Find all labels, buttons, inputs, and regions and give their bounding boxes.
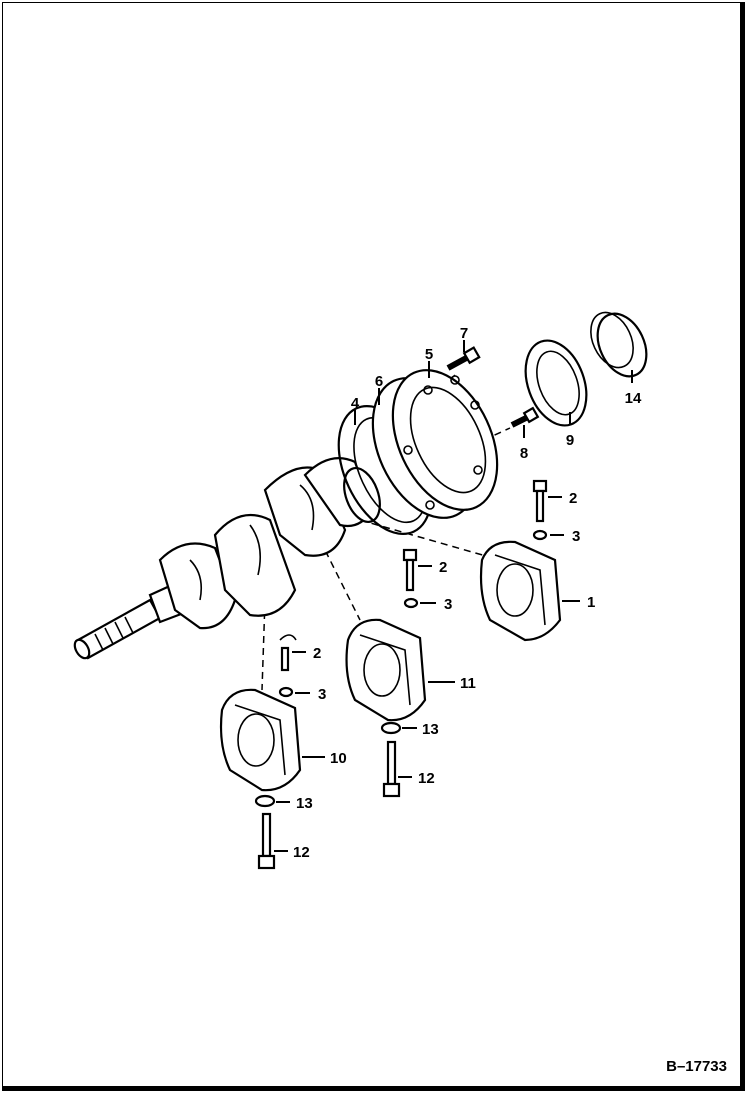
callout-3: 3 — [318, 686, 326, 703]
callout-5: 5 — [425, 346, 433, 363]
crankshaft — [73, 457, 381, 660]
callout-8: 8 — [520, 445, 528, 462]
bolt-2 — [278, 634, 297, 698]
bearing-cap-10 — [219, 688, 302, 792]
callout-7: 7 — [460, 325, 468, 342]
callout-9: 9 — [566, 432, 574, 449]
callout-3: 3 — [444, 596, 452, 613]
callout-1: 1 — [587, 594, 595, 611]
callout-13: 13 — [422, 721, 439, 738]
bolt-2 — [402, 548, 419, 609]
callout-14: 14 — [625, 390, 642, 407]
bolt-12 — [257, 812, 276, 870]
callout-10: 10 — [330, 750, 347, 767]
callout-11: 11 — [460, 675, 476, 692]
callout-13: 13 — [296, 795, 313, 812]
callout-12: 12 — [293, 844, 310, 861]
washer-13 — [380, 721, 402, 735]
oil-seal-9 — [524, 339, 588, 427]
wear-ring-14 — [590, 311, 648, 378]
drawing-reference-number: B–17733 — [666, 1058, 727, 1075]
rear-seal-housing-5 — [371, 369, 499, 519]
bolt-12 — [382, 740, 401, 798]
callout-2: 2 — [569, 490, 577, 507]
callout-2: 2 — [439, 559, 447, 576]
bearing-cap-1 — [479, 540, 562, 642]
callout-4: 4 — [351, 395, 360, 412]
bolt-7 — [446, 346, 481, 371]
callout-6: 6 — [375, 373, 383, 390]
bolt-2 — [532, 479, 548, 541]
callout-12: 12 — [418, 770, 435, 787]
callout-3: 3 — [572, 528, 580, 545]
washer-13 — [254, 794, 276, 808]
bearing-cap-11 — [345, 618, 427, 722]
leader-lines — [274, 340, 633, 852]
callout-2: 2 — [313, 645, 321, 662]
bolt-8 — [510, 406, 540, 428]
